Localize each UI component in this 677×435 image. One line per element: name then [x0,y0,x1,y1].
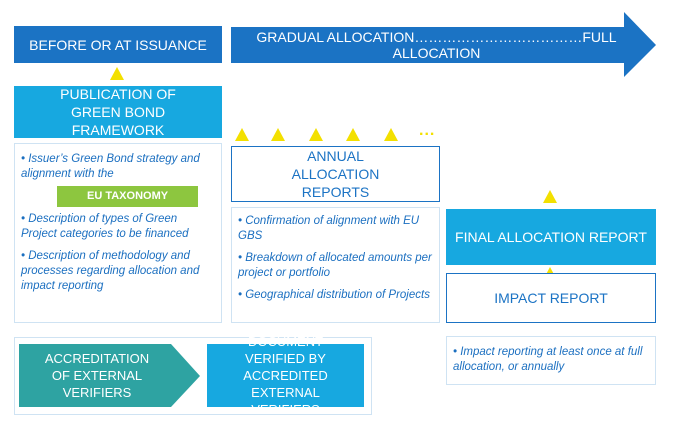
publication-framework-box: PUBLICATION OF GREEN BOND FRAMEWORK [14,86,222,138]
publication-bullet-text: • Issuer’s Green Bond strategy and align… [21,153,200,180]
accreditation-arrow-shape [19,344,200,407]
publication-bullet-text: • Description of methodology and process… [21,250,200,292]
accreditation-label: ACCREDITATION OF EXTERNAL VERIFIERS [44,351,150,400]
annual-bullet-text: • Breakdown of allocated amounts per pro… [238,252,432,279]
final-allocation-title: FINAL ALLOCATION REPORT [455,229,647,245]
milestone-marker-annual-4 [346,128,360,141]
publication-bullet: • Description of methodology and process… [21,249,215,294]
annual-bullet: • Geographical distribution of Projects [238,288,433,303]
annual-bullet-text: • Geographical distribution of Projects [238,289,430,301]
annual-details-panel: • Confirmation of alignment with EU GBS … [231,207,440,323]
annual-bullet: • Breakdown of allocated amounts per pro… [238,251,433,281]
impact-report-title: IMPACT REPORT [494,290,608,306]
impact-bullet-text: • Impact reporting at least once at full… [453,346,643,373]
impact-details-panel: • Impact reporting at least once at full… [446,336,656,385]
publication-framework-title: PUBLICATION OF GREEN BOND FRAMEWORK [60,86,176,138]
eu-taxonomy-badge-row: EU TAXONOMY [21,182,215,207]
impact-bullet-list: • Impact reporting at least once at full… [453,345,649,375]
publication-bullet-list: • Issuer’s Green Bond strategy and align… [21,152,215,294]
document-verified-box: DOCUMENT VERIFIED BY ACCREDITED EXTERNAL… [207,334,364,417]
annual-bullet-list: • Confirmation of alignment with EU GBS … [238,214,433,303]
impact-bullet: • Impact reporting at least once at full… [453,345,649,375]
milestone-ellipsis: ... [419,122,436,139]
publication-bullet: • Description of types of Green Project … [21,212,215,242]
annual-bullet: • Confirmation of alignment with EU GBS [238,214,433,244]
eu-taxonomy-badge: EU TAXONOMY [57,186,199,207]
publication-bullet-text: • Description of types of Green Project … [21,213,189,240]
final-allocation-box: FINAL ALLOCATION REPORT [446,209,656,265]
milestone-marker-annual-1 [235,128,249,141]
milestone-marker-final [543,190,557,203]
gradual-allocation-banner: GRADUAL ALLOCATION………………………………FULL ALLOC… [231,27,634,63]
before-issuance-label: BEFORE OR AT ISSUANCE [29,36,207,53]
milestone-marker-annual-2 [271,128,285,141]
gradual-allocation-arrow-shape [231,12,656,77]
before-issuance-banner: BEFORE OR AT ISSUANCE [14,26,222,63]
milestone-marker-annual-5 [384,128,398,141]
milestone-marker-annual-3 [309,128,323,141]
annual-bullet-text: • Confirmation of alignment with EU GBS [238,215,420,242]
impact-report-box: IMPACT REPORT [446,273,656,323]
annual-allocation-title: ANNUAL ALLOCATION REPORTS [291,148,380,200]
gradual-allocation-arrow [231,12,656,77]
milestone-marker-issuance [110,67,124,80]
publication-bullet: • Issuer’s Green Bond strategy and align… [21,152,215,182]
gradual-allocation-label: GRADUAL ALLOCATION………………………………FULL ALLOC… [256,29,617,61]
annual-allocation-box: ANNUAL ALLOCATION REPORTS [231,146,440,202]
document-verified-label: DOCUMENT VERIFIED BY ACCREDITED EXTERNAL… [243,334,328,417]
accreditation-label-box: ACCREDITATION OF EXTERNAL VERIFIERS [19,344,175,407]
accreditation-arrow [19,344,200,407]
publication-details-panel: • Issuer’s Green Bond strategy and align… [14,143,222,323]
